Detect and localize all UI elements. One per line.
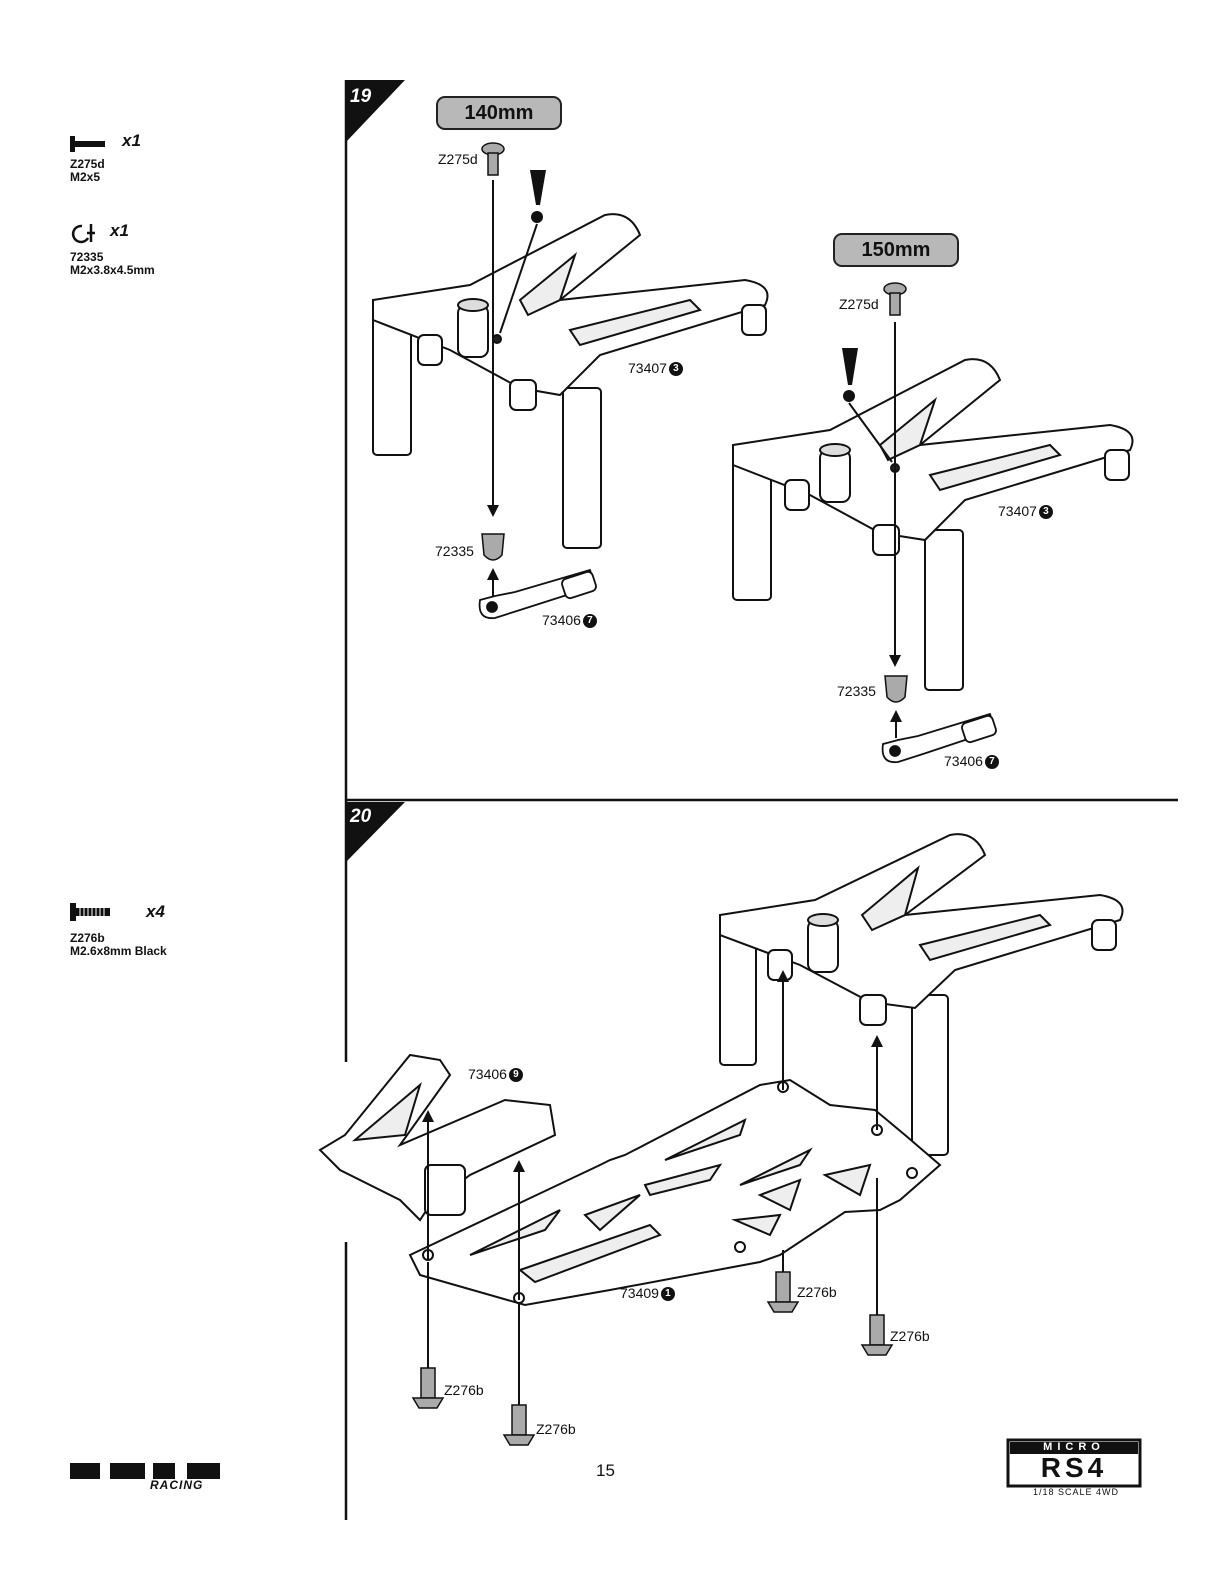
label-z276b-1: Z276b: [444, 1382, 484, 1398]
page-number: 15: [596, 1461, 615, 1481]
part-size-z275d: M2x5: [70, 171, 100, 184]
scale-text: 1/18 SCALE 4WD: [1008, 1487, 1144, 1497]
length-badge-140: 140mm: [436, 96, 562, 130]
hpi-racing-text: RACING: [150, 1478, 203, 1492]
part-qty-72335: x1: [110, 221, 129, 241]
label-72335-left: 72335: [435, 543, 474, 559]
step19-left-assembly: [373, 214, 768, 548]
step19-right-ballcup: [885, 676, 907, 702]
rs4-text: RS4: [1012, 1452, 1136, 1484]
part-qty-z276b: x4: [146, 902, 165, 922]
step19-left-screw: [482, 143, 504, 175]
label-z275d-left: Z275d: [438, 151, 478, 167]
step20-number: 20: [350, 806, 371, 828]
step19-number: 19: [350, 86, 371, 108]
length-badge-150: 150mm: [833, 233, 959, 267]
label-z276b-4: Z276b: [890, 1328, 930, 1344]
label-z276b-2: Z276b: [536, 1421, 576, 1437]
screw-icon: [70, 136, 105, 152]
step19-left-ballcup: [482, 534, 504, 560]
step19-right-screw: [884, 283, 906, 315]
part-size-72335: M2x3.8x4.5mm: [70, 264, 155, 277]
part-size-z276b: M2.6x8mm Black: [70, 945, 167, 958]
nut-icon: [73, 224, 95, 242]
part-qty-z275d: x1: [122, 131, 141, 151]
flat-screw-icon: [70, 903, 110, 921]
label-z276b-3: Z276b: [797, 1284, 837, 1300]
hpi-logo: [70, 1463, 220, 1479]
label-72335-right: 72335: [837, 683, 876, 699]
step19-right-assembly: [733, 359, 1133, 690]
label-z275d-right: Z275d: [839, 296, 879, 312]
